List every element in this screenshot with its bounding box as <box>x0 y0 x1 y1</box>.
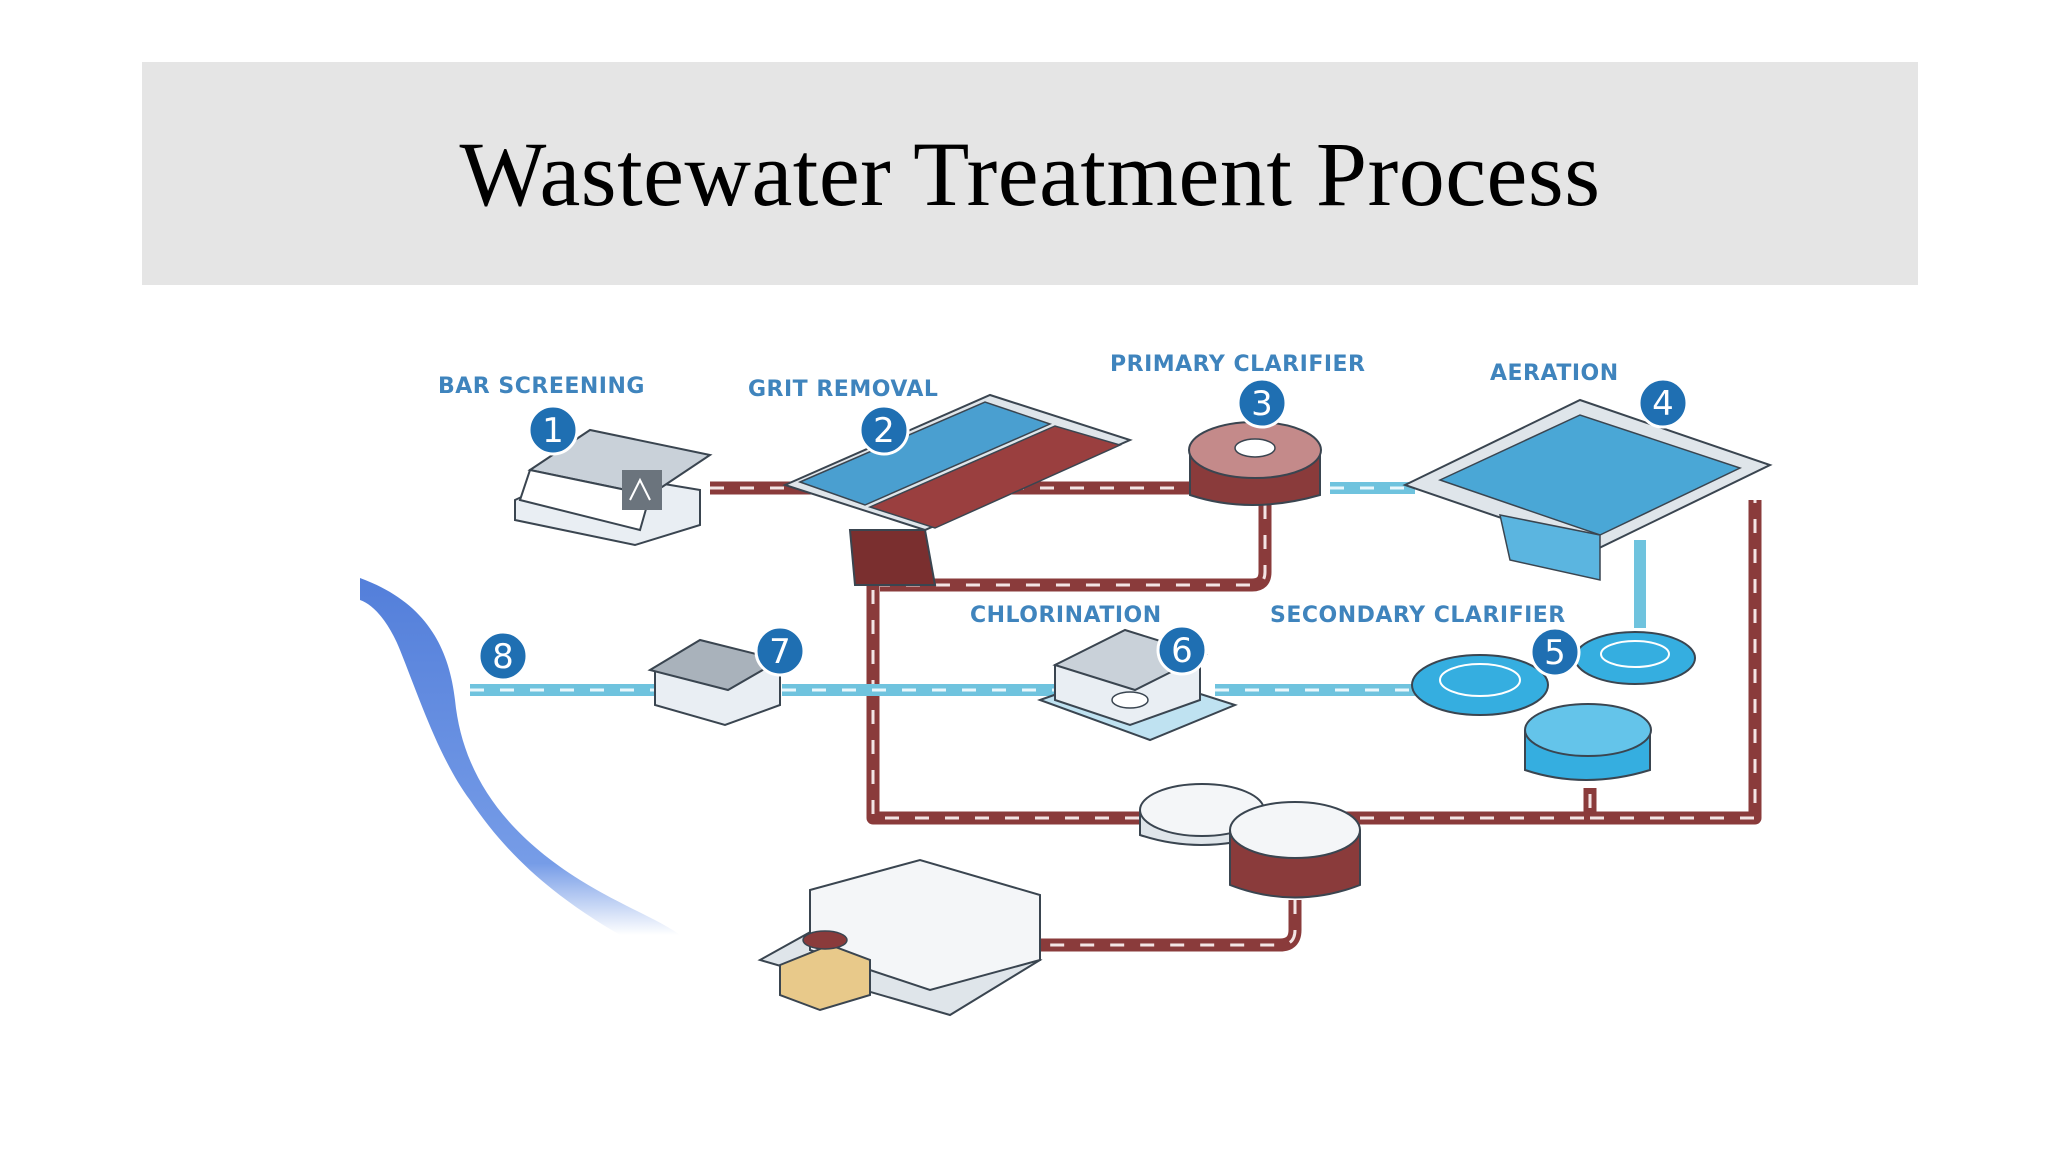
svg-text:7: 7 <box>769 632 791 672</box>
water-pipes <box>470 482 1646 696</box>
svg-text:1: 1 <box>542 411 564 451</box>
stage-labels: BAR SCREENING GRIT REMOVAL PRIMARY CLARI… <box>438 352 1619 628</box>
bar-screening-building <box>514 428 713 547</box>
step-badge-2: 2 <box>858 404 910 456</box>
step-badges: 1 2 3 4 5 6 7 8 <box>477 377 1689 682</box>
label-chlorination: CHLORINATION <box>970 603 1162 628</box>
label-grit-removal: GRIT REMOVAL <box>748 377 938 402</box>
svg-text:3: 3 <box>1251 384 1273 424</box>
river <box>360 578 680 935</box>
step-badge-6: 6 <box>1156 624 1208 676</box>
title-bar: Wastewater Treatment Process <box>142 62 1918 285</box>
svg-text:8: 8 <box>492 637 514 677</box>
aeration-basins <box>1402 398 1773 581</box>
step-badge-1: 1 <box>527 404 579 456</box>
svg-text:6: 6 <box>1171 631 1193 671</box>
step-badge-7: 7 <box>754 625 806 677</box>
svg-text:4: 4 <box>1652 384 1674 424</box>
grit-removal-channels <box>782 393 1133 586</box>
svg-text:2: 2 <box>873 411 895 451</box>
label-aeration: AERATION <box>1490 361 1619 386</box>
svg-text:5: 5 <box>1544 633 1566 673</box>
sludge-dewatering-building <box>757 858 1043 1017</box>
sludge-digesters <box>1139 783 1361 899</box>
step-badge-4: 4 <box>1637 377 1689 429</box>
label-secondary-clarifier: SECONDARY CLARIFIER <box>1270 603 1566 628</box>
step-badge-8: 8 <box>477 630 529 682</box>
outfall-building <box>647 638 783 727</box>
secondary-clarifier-tanks <box>1411 631 1696 781</box>
label-primary-clarifier: PRIMARY CLARIFIER <box>1110 352 1366 377</box>
primary-clarifier-tank <box>1188 421 1322 506</box>
step-badge-5: 5 <box>1529 626 1581 678</box>
step-badge-3: 3 <box>1236 377 1288 429</box>
label-bar-screening: BAR SCREENING <box>438 374 645 399</box>
slide-title: Wastewater Treatment Process <box>459 122 1601 225</box>
sludge-pipes <box>710 481 1762 952</box>
